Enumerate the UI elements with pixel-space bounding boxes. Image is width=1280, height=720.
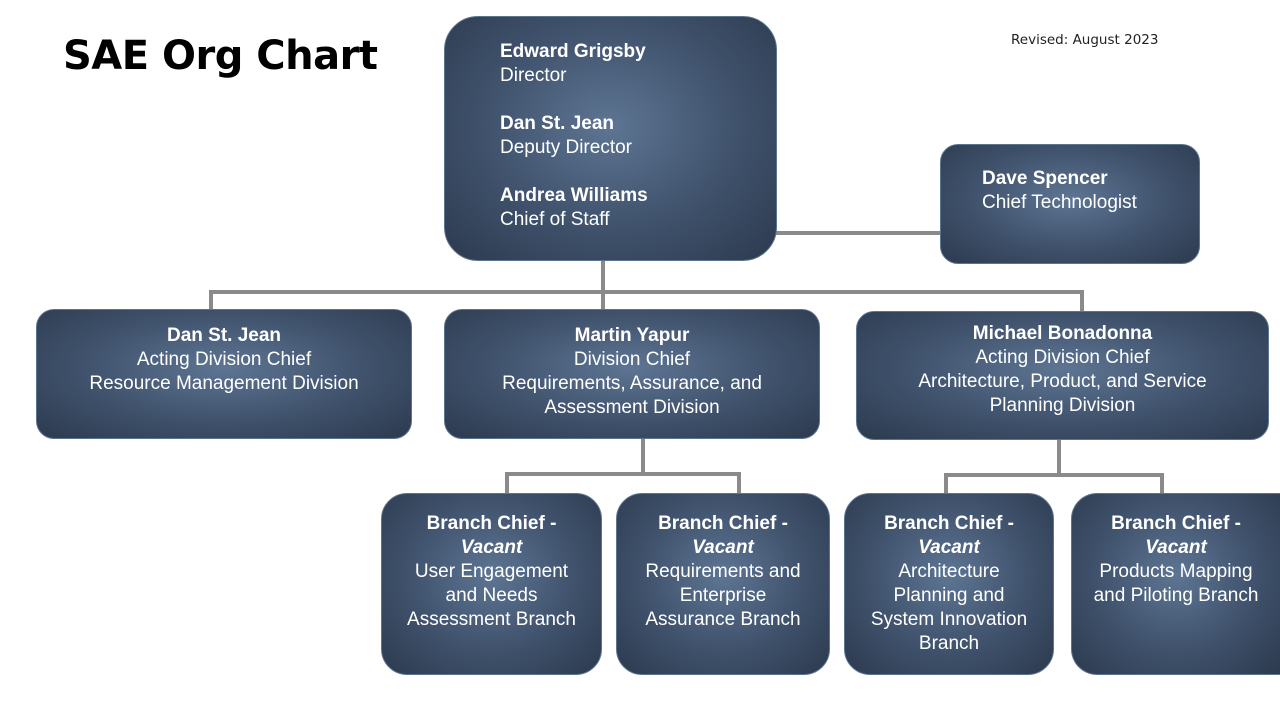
division-unit: Planning Division xyxy=(989,395,1136,416)
division-unit: Resource Management Division xyxy=(89,373,359,394)
division-unit: Assessment Division xyxy=(544,397,720,418)
deputy-director-role: Deputy Director xyxy=(500,137,632,158)
branch-chief-status: Vacant xyxy=(692,537,754,558)
branch-unit: User Engagement xyxy=(414,561,569,582)
architecture-product-service-planning-division-box: Michael Bonadonna Acting Division Chief … xyxy=(856,311,1269,440)
branch-unit: and Needs xyxy=(445,585,538,606)
division-chief-role: Acting Division Chief xyxy=(975,347,1150,368)
branch-chief-status: Vacant xyxy=(460,537,523,558)
chief-of-staff-role: Chief of Staff xyxy=(500,209,610,230)
branch-chief-status: Vacant xyxy=(1145,537,1207,558)
branch-unit: Products Mapping xyxy=(1099,561,1253,582)
division-unit: Architecture, Product, and Service xyxy=(918,371,1207,392)
division-chief-name: Dan St. Jean xyxy=(166,325,282,346)
branch-unit: Requirements and xyxy=(645,561,801,582)
requirements-assurance-assessment-division-box: Martin Yapur Division Chief Requirements… xyxy=(444,309,820,439)
branch-chief-title: Branch Chief - xyxy=(426,513,557,534)
director-name: Edward Grigsby xyxy=(500,41,646,62)
user-engagement-branch-box: Branch Chief - Vacant User Engagement an… xyxy=(381,493,602,675)
branch-chief-title: Branch Chief - xyxy=(658,513,788,534)
products-mapping-piloting-branch-box: Branch Chief - Vacant Products Mapping a… xyxy=(1071,493,1280,675)
deputy-director-name: Dan St. Jean xyxy=(500,113,615,134)
branch-unit: Assessment Branch xyxy=(407,609,576,630)
revised-date: Revised: August 2023 xyxy=(1011,32,1159,48)
requirements-enterprise-assurance-branch-box: Branch Chief - Vacant Requirements and E… xyxy=(616,493,830,675)
branch-chief-status: Vacant xyxy=(918,537,980,558)
chief-technologist-name: Dave Spencer xyxy=(982,168,1108,189)
branch-chief-title: Branch Chief - xyxy=(1111,513,1241,534)
division-chief-role: Acting Division Chief xyxy=(136,349,312,370)
division-chief-role: Division Chief xyxy=(573,349,691,370)
chief-of-staff-name: Andrea Williams xyxy=(500,185,648,206)
division-chief-name: Michael Bonadonna xyxy=(972,323,1153,344)
director-role: Director xyxy=(500,65,567,86)
branch-unit: and Piloting Branch xyxy=(1093,585,1259,606)
division-chief-name: Martin Yapur xyxy=(574,325,690,346)
branch-unit: Planning and xyxy=(893,585,1005,606)
resource-management-division-box: Dan St. Jean Acting Division Chief Resou… xyxy=(36,309,412,439)
branch-chief-title: Branch Chief - xyxy=(884,513,1014,534)
page-title: SAE Org Chart xyxy=(63,33,378,79)
chief-technologist-box: Dave Spencer Chief Technologist xyxy=(940,144,1200,264)
branch-unit: Enterprise xyxy=(679,585,767,606)
branch-unit: Branch xyxy=(918,633,980,654)
division-unit: Requirements, Assurance, and xyxy=(502,373,762,394)
branch-unit: Assurance Branch xyxy=(645,609,801,630)
branch-unit: System Innovation xyxy=(870,609,1028,630)
director-office-box: Edward Grigsby Director Dan St. Jean Dep… xyxy=(444,16,777,261)
architecture-planning-system-innovation-branch-box: Branch Chief - Vacant Architecture Plann… xyxy=(844,493,1054,675)
branch-unit: Architecture xyxy=(898,561,1000,582)
chief-technologist-role: Chief Technologist xyxy=(982,192,1137,213)
